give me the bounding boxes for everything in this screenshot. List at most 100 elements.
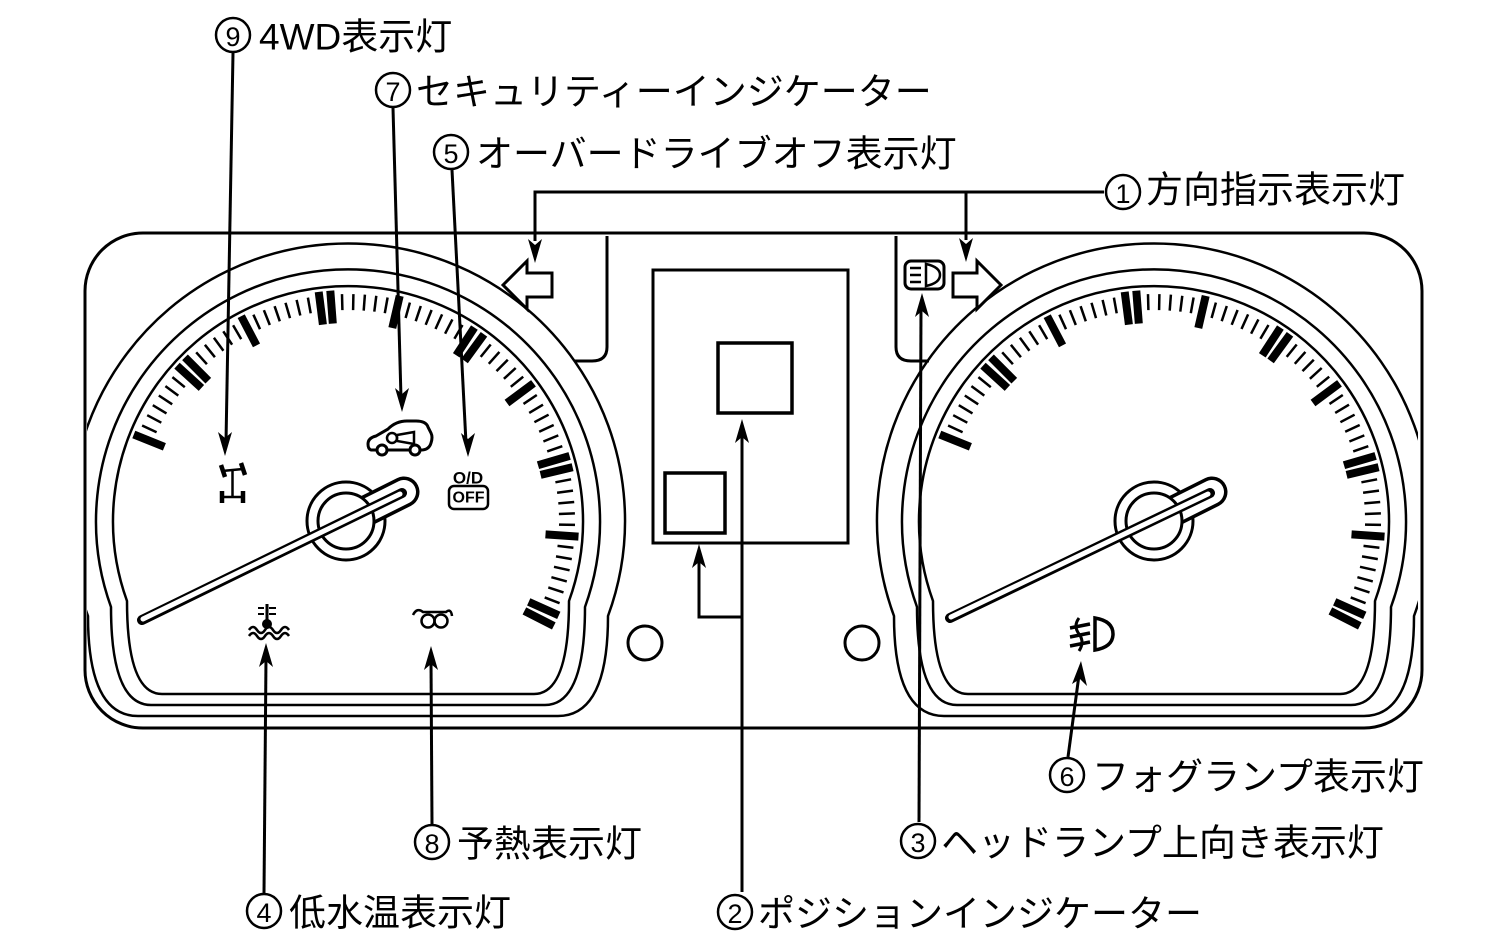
callout-5-circle [432,133,470,171]
gauge-tick [1310,380,1342,407]
callout-1: 1 方向指示表示灯 [1104,170,1405,211]
callout-6-circle [1048,756,1086,794]
gauge-tick [195,351,208,366]
right-gauge-needle [945,476,1228,623]
gauge-tick [314,291,327,326]
low-coolant-temp-icon [247,604,291,641]
gauge-tick [556,489,574,495]
callout-5-number: 5 [443,139,458,169]
gauge-tick [1009,344,1022,358]
position-indicator-upper-window [716,341,794,415]
arrowhead-9 [218,432,232,456]
arrowhead-7 [395,388,409,412]
gauge-tick [1018,337,1031,352]
gauge-tick [1249,318,1260,335]
gauge-tick [1344,423,1361,433]
arrowhead-3 [915,293,929,317]
gauge-tick [479,343,492,358]
gauge-tick [1333,598,1367,620]
left-section-divider [574,236,609,363]
gauge-tick [1001,351,1014,366]
gauge-tick [1240,313,1250,330]
callout-2-label: ポジションインジケーター [758,894,1202,935]
left-gauge-tick-ring [132,290,579,630]
position-indicator-lower-window [663,471,727,535]
gauge-tick [383,297,389,314]
callout-5-leader [450,169,468,444]
gauge-tick [452,325,478,358]
gauge-tick [182,354,212,384]
right-gauge [875,242,1418,718]
gauge-tick [1316,375,1330,388]
gauge-tick [527,598,561,620]
left-gauge-bezel-mid [94,268,602,707]
gauge-tick [1359,565,1376,572]
gauge-tick [1353,586,1370,594]
gauge-tick [528,403,544,414]
callout-2-circle [716,893,754,931]
gauge-tick [970,385,986,397]
gauge-tick [1352,445,1369,453]
callout-9-circle [214,16,252,54]
gauge-tick [1328,607,1362,630]
callout-3: 3 ヘッドランプ上向き表示灯 [899,823,1384,864]
gauge-tick [539,463,574,479]
right-gauge-tick-ring [938,290,1385,630]
gauge-tick [1068,309,1077,326]
glow-plug-icon [411,608,454,629]
callout-leaders [224,52,1104,894]
gauge-tick [373,295,378,312]
left-gauge-needle [137,476,420,625]
gauge-tick [1220,305,1228,322]
arrowhead-6 [1072,661,1087,686]
callout-6: 6 フォグランプ表示灯 [1048,756,1424,798]
gauge-tick [1028,330,1040,346]
callout-5: 5 オーバードライブオフ表示灯 [432,133,957,175]
callout-8-circle [413,823,451,861]
gauge-tick [132,430,166,451]
callout-8-leader [429,659,434,825]
gauge-tick [158,394,173,406]
gauge-tick [262,309,271,326]
gauge-tick [1351,530,1385,541]
gauge-tick [461,331,488,364]
right-turn-signal-icon [951,257,1004,313]
callout-1-number: 1 [1115,179,1130,209]
callout-2-leader [697,433,744,892]
gauge-tick [284,302,292,319]
gauge-tick [533,413,550,424]
left-gauge [87,242,627,718]
callout-1-circle [1104,173,1142,211]
callout-7-label: セキュリティーインジケーター [416,72,932,113]
callout-9-number: 9 [225,22,240,52]
gauge-tick [547,586,564,594]
callout-3-leader [917,306,923,823]
gauge-tick [938,430,972,451]
gauge-tick [404,302,412,319]
gauge-tick [495,358,509,372]
gauge-tick [424,309,433,326]
right-gauge-bezel-mid [900,268,1408,707]
gauge-tick [555,478,572,484]
gauge-tick [1058,314,1068,330]
gauge-tick [1345,463,1380,479]
gauge-tick [1339,413,1356,424]
gauge-tick [1101,299,1108,316]
arrowhead-4 [259,643,273,667]
arrowhead-5 [461,433,475,457]
callout-arrowheads [218,238,1087,686]
arrowhead-1-right [959,238,973,262]
left-gauge-bezel-inner [111,284,585,696]
gauge-tick [1357,575,1374,583]
callout-4-number: 4 [256,898,271,928]
callout-3-number: 3 [910,828,925,858]
gauge-tick [504,380,536,407]
arrowhead-1-left [528,239,542,263]
gauge-tick [1293,351,1307,365]
right-gauge-bezel-outer [875,242,1418,718]
gauge-tick [964,394,979,406]
gauge-tick [1079,305,1087,322]
gauge-tick [546,445,563,453]
gauge-tick [988,354,1018,384]
